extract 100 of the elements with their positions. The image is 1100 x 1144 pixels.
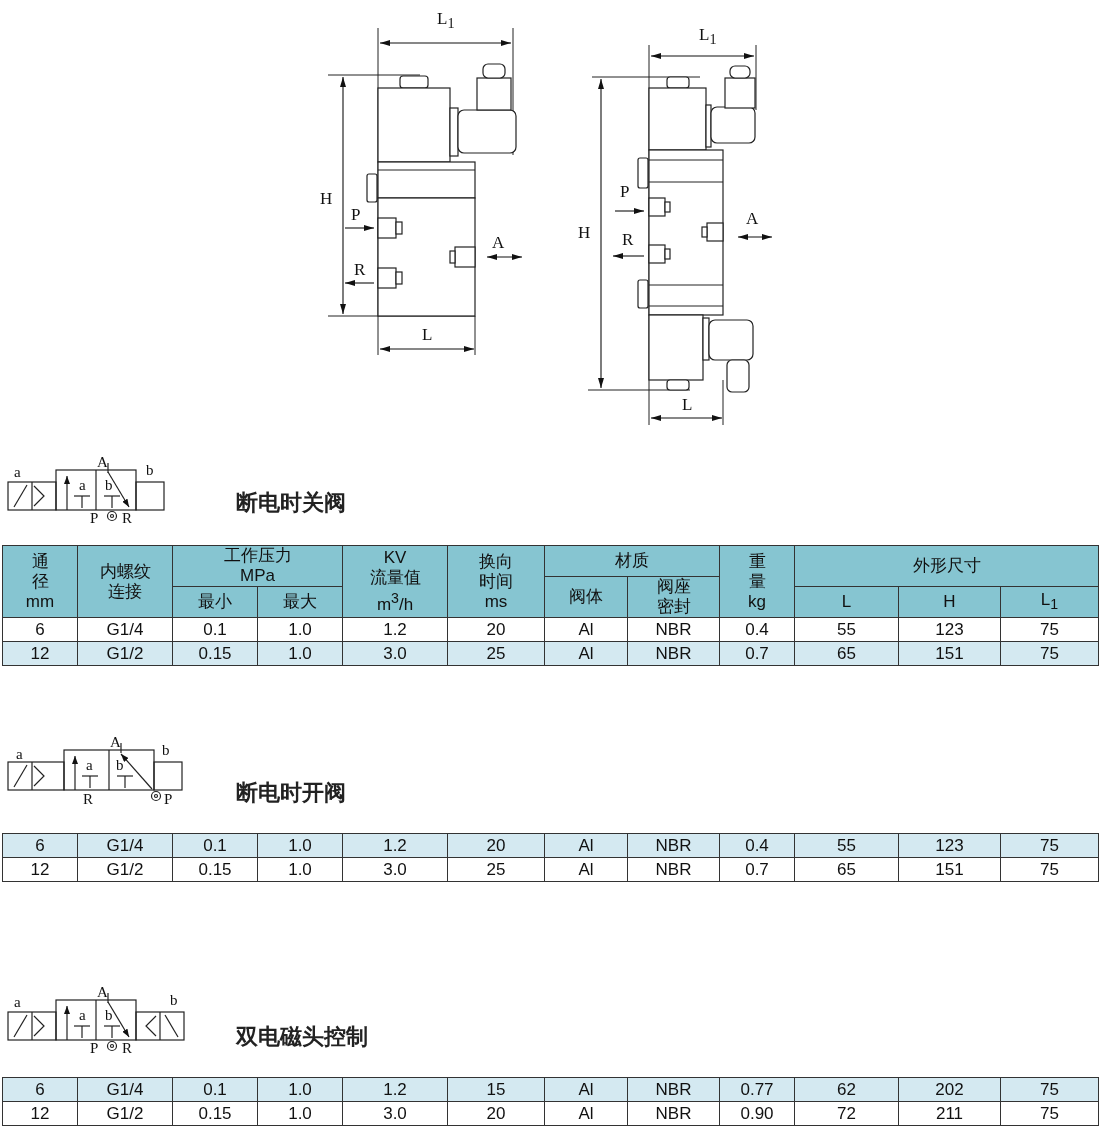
port-label: A bbox=[110, 735, 121, 750]
table-cell: NBR bbox=[627, 617, 720, 642]
table-cell: 0.77 bbox=[719, 1077, 795, 1102]
position-label: a bbox=[79, 1008, 86, 1023]
port-label: A bbox=[746, 210, 759, 227]
table-cell: 0.15 bbox=[172, 1101, 258, 1126]
table-cell: 12 bbox=[2, 857, 78, 882]
table-cell: G1/2 bbox=[77, 857, 173, 882]
port-label: P bbox=[351, 206, 361, 223]
table-cell: 1.0 bbox=[257, 1077, 343, 1102]
port-label: R bbox=[122, 1041, 132, 1056]
solenoid-label: b bbox=[146, 463, 154, 478]
table-cell: 65 bbox=[794, 641, 899, 666]
table-cell: 151 bbox=[898, 641, 1001, 666]
table-cell: 0.90 bbox=[719, 1101, 795, 1126]
header-cell: 最大 bbox=[257, 586, 343, 618]
table-cell: Al bbox=[544, 617, 628, 642]
table-cell: 20 bbox=[447, 617, 545, 642]
table-cell: NBR bbox=[627, 641, 720, 666]
table-cell: 123 bbox=[898, 833, 1001, 858]
header-cell: L$_{1}$ bbox=[1000, 586, 1099, 618]
header-cell: 最小 bbox=[172, 586, 258, 618]
table-cell: Al bbox=[544, 833, 628, 858]
table-cell: 3.0 bbox=[342, 641, 448, 666]
solenoid-label: b bbox=[170, 993, 178, 1008]
table-cell: 0.1 bbox=[172, 617, 258, 642]
port-label: R bbox=[83, 792, 93, 807]
section-heading: 断电时关阀 bbox=[236, 491, 346, 515]
table-cell: 0.7 bbox=[719, 857, 795, 882]
table-cell: 55 bbox=[794, 833, 899, 858]
table-cell: Al bbox=[544, 641, 628, 666]
table-cell: 1.0 bbox=[257, 617, 343, 642]
table-cell: NBR bbox=[627, 1077, 720, 1102]
table-cell: 1.0 bbox=[257, 857, 343, 882]
table-cell: 3.0 bbox=[342, 857, 448, 882]
header-cell: 阀座密封 bbox=[627, 576, 720, 618]
position-label: b bbox=[105, 1008, 113, 1023]
solenoid-label: a bbox=[14, 465, 21, 480]
dimension-label: H bbox=[578, 224, 591, 241]
header-cell: 阀体 bbox=[544, 576, 628, 618]
table-cell: 75 bbox=[1000, 641, 1099, 666]
header-cell: H bbox=[898, 586, 1001, 618]
position-label: b bbox=[105, 478, 113, 493]
port-label: R bbox=[622, 231, 634, 248]
table-cell: 55 bbox=[794, 617, 899, 642]
table-cell: 72 bbox=[794, 1101, 899, 1126]
dimension-label: H bbox=[320, 190, 333, 207]
port-label: P bbox=[90, 511, 99, 526]
table-cell: 0.15 bbox=[172, 857, 258, 882]
header-cell: 重量 kg bbox=[719, 545, 795, 618]
header-cell: 内螺纹连接 bbox=[77, 545, 173, 618]
table-cell: 211 bbox=[898, 1101, 1001, 1126]
table-cell: Al bbox=[544, 1101, 628, 1126]
table-cell: 25 bbox=[447, 641, 545, 666]
table-cell: 1.0 bbox=[257, 833, 343, 858]
table-cell: 62 bbox=[794, 1077, 899, 1102]
solenoid-label: a bbox=[14, 995, 21, 1010]
table-cell: NBR bbox=[627, 833, 720, 858]
table-cell: 12 bbox=[2, 641, 78, 666]
table-cell: 0.15 bbox=[172, 641, 258, 666]
position-label: a bbox=[86, 758, 93, 773]
table-cell: 1.2 bbox=[342, 1077, 448, 1102]
table-cell: 0.7 bbox=[719, 641, 795, 666]
port-label: A bbox=[492, 234, 505, 251]
table-cell: 1.0 bbox=[257, 641, 343, 666]
header-cell: L bbox=[794, 586, 899, 618]
table-cell: NBR bbox=[627, 857, 720, 882]
table-cell: G1/2 bbox=[77, 641, 173, 666]
table-cell: 20 bbox=[447, 833, 545, 858]
table-cell: 1.2 bbox=[342, 617, 448, 642]
table-cell: 75 bbox=[1000, 1077, 1099, 1102]
table-cell: 0.1 bbox=[172, 1077, 258, 1102]
table-cell: G1/4 bbox=[77, 1077, 173, 1102]
table-cell: 6 bbox=[2, 833, 78, 858]
table-cell: 202 bbox=[898, 1077, 1001, 1102]
table-cell: 15 bbox=[447, 1077, 545, 1102]
table-cell: Al bbox=[544, 857, 628, 882]
section-heading: 双电磁头控制 bbox=[236, 1025, 368, 1049]
table-cell: 3.0 bbox=[342, 1101, 448, 1126]
table-cell: 75 bbox=[1000, 617, 1099, 642]
header-cell: 换向时间 ms bbox=[447, 545, 545, 618]
table-cell: G1/4 bbox=[77, 617, 173, 642]
dimension-label: L bbox=[682, 396, 693, 413]
table-cell: G1/2 bbox=[77, 1101, 173, 1126]
port-label: P bbox=[620, 183, 630, 200]
port-label: A bbox=[97, 455, 108, 470]
port-label: A bbox=[97, 985, 108, 1000]
table-cell: 0.4 bbox=[719, 833, 795, 858]
table-cell: 20 bbox=[447, 1101, 545, 1126]
header-cell: KV 流量值 m$^{3}$/h bbox=[342, 545, 448, 618]
position-label: a bbox=[79, 478, 86, 493]
header-cell: 工作压力 MPa bbox=[172, 545, 343, 587]
table-cell: 123 bbox=[898, 617, 1001, 642]
table-cell: 12 bbox=[2, 1101, 78, 1126]
table-cell: 6 bbox=[2, 617, 78, 642]
table-cell: 25 bbox=[447, 857, 545, 882]
dimension-label: L bbox=[422, 326, 433, 343]
port-label: P bbox=[90, 1041, 99, 1056]
table-cell: 1.2 bbox=[342, 833, 448, 858]
table-cell: 75 bbox=[1000, 857, 1099, 882]
